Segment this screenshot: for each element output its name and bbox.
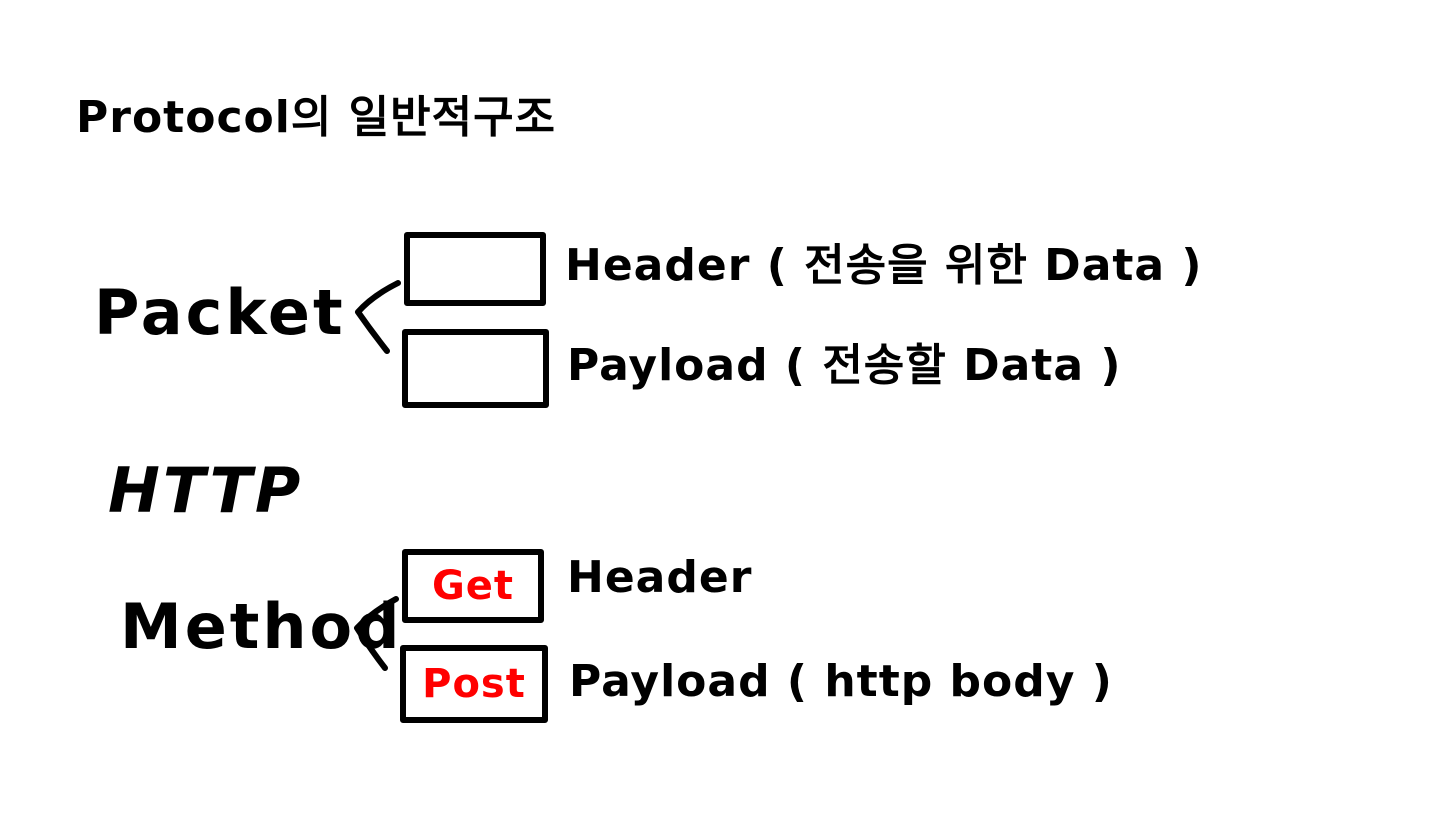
method-get-box: Get — [402, 549, 544, 623]
method-label: Method — [120, 590, 403, 663]
method-post-text: Post — [422, 661, 526, 707]
packet-payload-box — [402, 329, 549, 408]
packet-header-text: Header ( 전송을 위한 Data ) — [565, 240, 1203, 291]
method-header-text: Header — [567, 552, 753, 603]
method-get-text: Get — [431, 563, 515, 609]
packet-bracket — [355, 280, 401, 354]
packet-payload-text: Payload ( 전송할 Data ) — [567, 340, 1122, 391]
method-payload-text: Payload ( http body ) — [569, 656, 1113, 707]
method-post-box: Post — [400, 645, 548, 723]
packet-label: Packet — [94, 276, 346, 349]
diagram-title: Protocol의 일반적구조 — [76, 92, 557, 143]
http-label: HTTP — [108, 454, 304, 527]
packet-header-box — [404, 232, 546, 306]
